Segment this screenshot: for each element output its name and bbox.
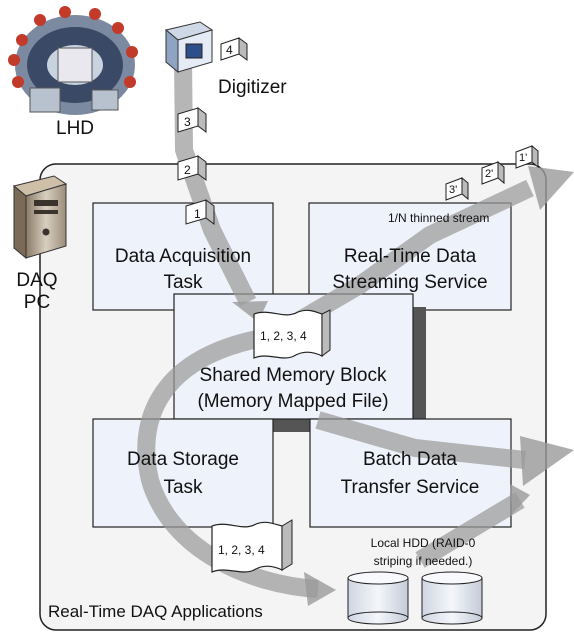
- packet-1-thinned: 1': [515, 144, 539, 169]
- flow-arrows: [137, 59, 534, 598]
- hdd-disk-2: [421, 571, 483, 625]
- label-thinned-stream: 1/N thinned stream: [388, 211, 489, 225]
- svg-text:4: 4: [226, 43, 233, 57]
- svg-text:1': 1': [519, 152, 527, 164]
- arrowhead-batch-out: [520, 436, 574, 486]
- arrowhead-stream-out: [528, 166, 574, 210]
- digitizer-label: Digitizer: [218, 77, 287, 98]
- arrow-digitizer-to-memory: [174, 59, 257, 307]
- packet-3: 3: [177, 107, 207, 133]
- box-data-storage: [92, 418, 274, 528]
- packet-4: 4: [220, 37, 248, 61]
- label-shared-memory: Shared Memory Block(Memory Mapped File): [197, 365, 388, 412]
- svg-text:1, 2, 3, 4: 1, 2, 3, 4: [218, 543, 265, 557]
- hdd-disk-1: [347, 571, 409, 625]
- digitizer-icon: [164, 21, 214, 74]
- label-app-frame: Real-Time DAQ Applications: [48, 602, 263, 621]
- packet-2-thinned: 2': [481, 160, 505, 185]
- svg-text:3: 3: [184, 115, 191, 129]
- svg-text:1: 1: [194, 207, 201, 221]
- storage-packets: 1, 2, 3, 4: [211, 519, 293, 573]
- arrow-memory-to-stream: [295, 179, 534, 328]
- arrowhead-batch-hdd: [510, 484, 530, 514]
- packet-2: 2: [177, 155, 207, 181]
- arrow-memory-to-batch: [315, 411, 526, 469]
- arrowhead-hdd: [304, 572, 336, 606]
- svg-text:1, 2, 3, 4: 1, 2, 3, 4: [260, 329, 307, 343]
- svg-text:2': 2': [485, 168, 493, 180]
- arrow-memory-loop: [137, 329, 319, 598]
- memory-packets: 1, 2, 3, 4: [253, 309, 331, 359]
- lhd-device-image: [8, 6, 138, 115]
- svg-text:2: 2: [184, 163, 191, 177]
- arrow-batch-to-hdd: [415, 492, 525, 568]
- daq-pc-icon: [12, 175, 68, 260]
- packet-1: 1: [185, 199, 215, 225]
- box-batch-transfer: [309, 418, 512, 528]
- packet-3-thinned: 3': [445, 176, 469, 201]
- lhd-label: LHD: [56, 118, 94, 139]
- svg-text:3': 3': [449, 184, 457, 196]
